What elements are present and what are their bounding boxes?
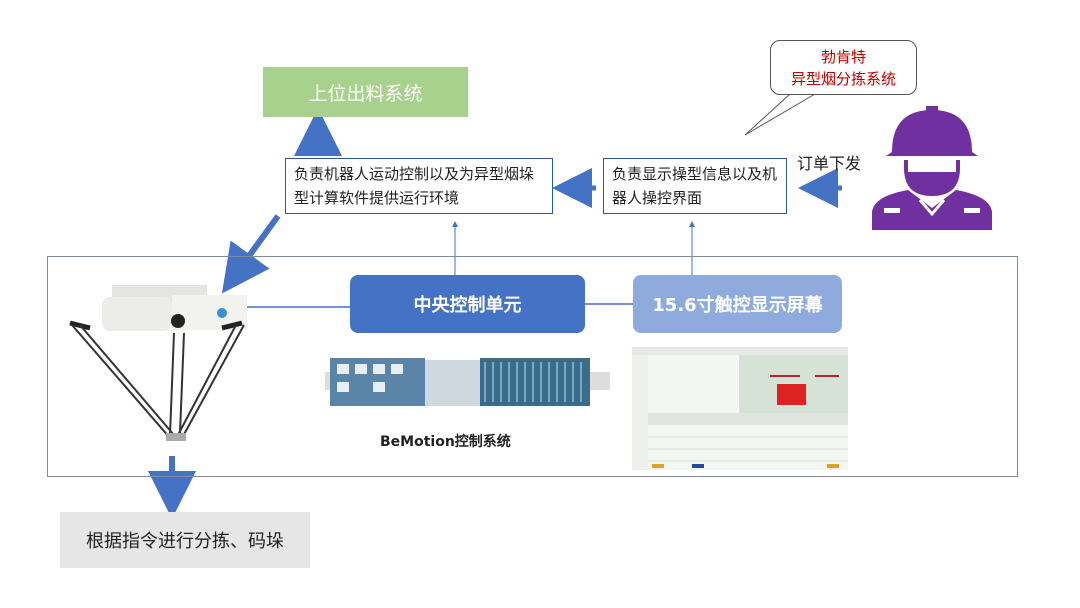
display-description-box: 负责显示操型信息以及机器人操控界面	[603, 158, 787, 214]
plc-label: BeMotion控制系统	[380, 434, 511, 450]
person-icon	[872, 106, 992, 230]
touch-screen-box: 15.6寸触控显示屏幕	[633, 275, 842, 333]
diagonal-arrow	[221, 214, 281, 294]
bubble-line2: 异型烟分拣系统	[790, 70, 896, 88]
touch-screen-image	[632, 347, 848, 470]
speech-bubble: 勃肯特 异型烟分拣系统	[770, 40, 917, 95]
bubble-line1: 勃肯特	[820, 48, 866, 66]
system-frame	[47, 256, 1018, 477]
upper-system-box: 上位出料系统	[263, 67, 468, 117]
plc-hardware-image	[325, 358, 610, 406]
control-description-box: 负责机器人运动控制以及为异型烟垛型计算软件提供运行环境	[285, 158, 553, 214]
result-box: 根据指令进行分拣、码垛	[60, 512, 310, 568]
central-control-unit: 中央控制单元	[350, 275, 585, 333]
delta-robot-image	[69, 285, 247, 441]
order-label: 订单下发	[797, 154, 862, 173]
